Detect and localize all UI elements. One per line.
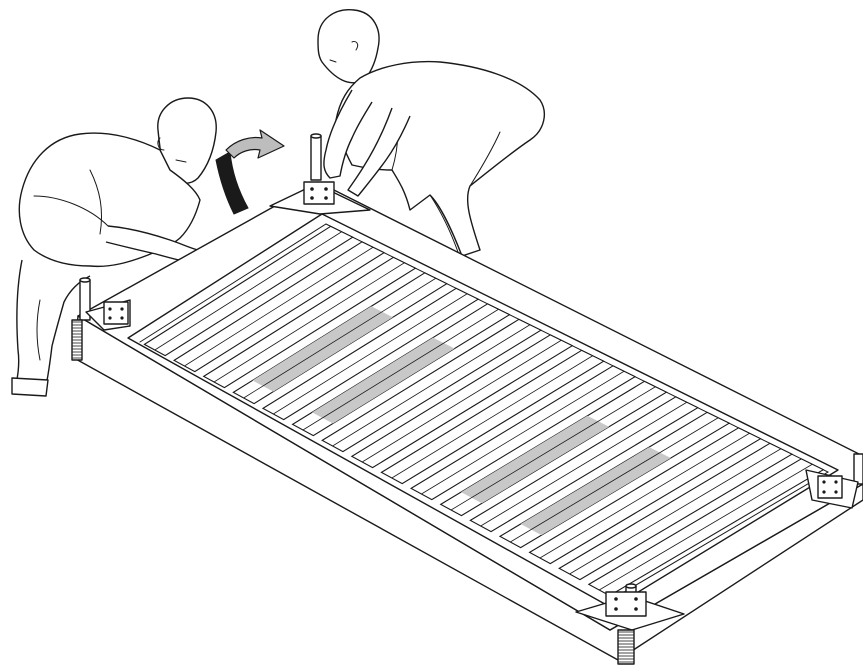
threaded-foot-front xyxy=(618,630,634,664)
threaded-foot-left xyxy=(72,320,82,360)
curved-arrow-icon xyxy=(226,130,284,158)
strap xyxy=(216,152,248,214)
